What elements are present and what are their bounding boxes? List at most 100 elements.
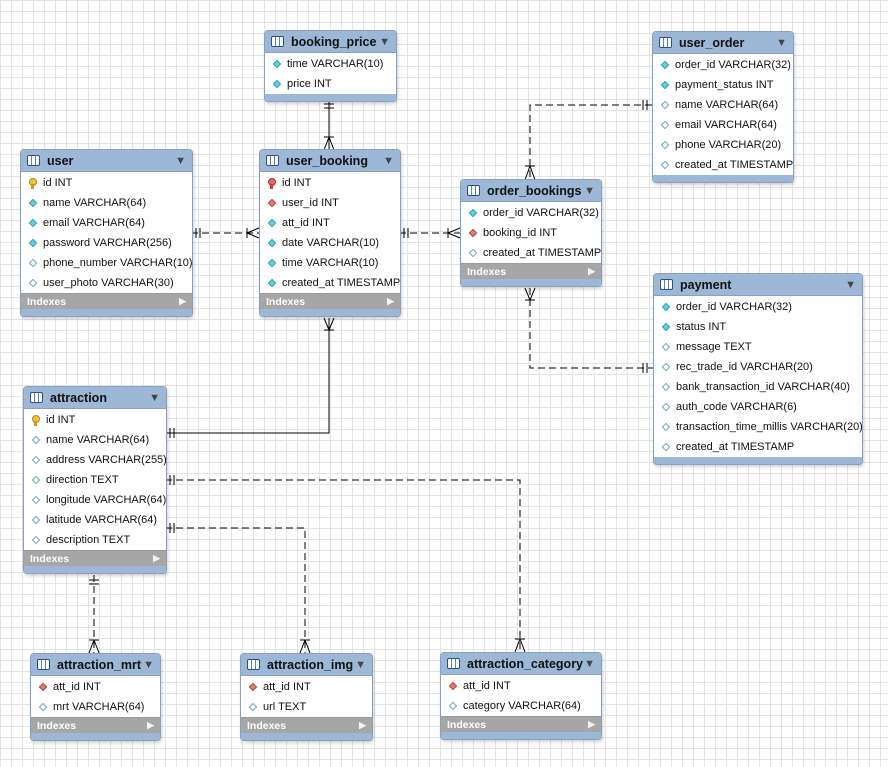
rel-attraction-user-booking[interactable] (165, 317, 335, 438)
column-row[interactable]: price INT (265, 74, 396, 94)
rel-user-user-booking[interactable] (191, 227, 260, 239)
column-row[interactable]: payment_status INT (653, 75, 793, 95)
column-row[interactable]: created_at TIMESTAMP (260, 273, 400, 293)
column-row[interactable]: created_at TIMESTAMP (653, 155, 793, 175)
expand-arrow-icon[interactable]: ▶ (588, 266, 595, 276)
column-row[interactable]: user_photo VARCHAR(30) (21, 273, 192, 293)
collapse-arrow-icon[interactable]: ▼ (379, 35, 390, 48)
rel-booking-price-user-booking[interactable] (323, 101, 335, 151)
indexes-bar[interactable]: Indexes▶ (24, 550, 166, 566)
collapse-arrow-icon[interactable]: ▼ (355, 658, 366, 671)
column-row[interactable]: direction TEXT (24, 470, 166, 490)
column-row[interactable]: created_at TIMESTAMP (461, 243, 601, 263)
column-row[interactable]: description TEXT (24, 530, 166, 550)
rel-user-order-order-bookings[interactable] (524, 100, 652, 181)
column-row[interactable]: url TEXT (241, 697, 372, 717)
table-header[interactable]: payment▼ (654, 274, 862, 296)
rel-attraction-attraction-img[interactable] (165, 523, 311, 654)
table-order-bookings[interactable]: order_bookings▼order_id VARCHAR(32)booki… (460, 179, 602, 287)
column-row[interactable]: latitude VARCHAR(64) (24, 510, 166, 530)
column-row[interactable]: att_id INT (241, 677, 372, 697)
column-row[interactable]: password VARCHAR(256) (21, 233, 192, 253)
rel-user-booking-order-bookings[interactable] (399, 227, 461, 239)
collapse-arrow-icon[interactable]: ▼ (383, 154, 394, 167)
table-user-order[interactable]: user_order▼order_id VARCHAR(32)payment_s… (652, 31, 794, 183)
indexes-bar[interactable]: Indexes▶ (21, 293, 192, 309)
expand-arrow-icon[interactable]: ▶ (179, 296, 186, 306)
column-row[interactable]: date VARCHAR(10) (260, 233, 400, 253)
table-header[interactable]: attraction_img▼ (241, 654, 372, 676)
column-row[interactable]: user_id INT (260, 193, 400, 213)
column-row[interactable]: message TEXT (654, 337, 862, 357)
expand-arrow-icon[interactable]: ▶ (147, 720, 154, 730)
rel-order-bookings-payment[interactable] (524, 287, 653, 373)
column-row[interactable]: time VARCHAR(10) (265, 54, 396, 74)
rel-attraction-attraction-mrt[interactable] (88, 575, 100, 654)
table-attraction-category[interactable]: attraction_category▼ att_id INT category V… (440, 652, 602, 740)
table-header[interactable]: user_order▼ (653, 32, 793, 54)
rel-attraction-attraction-category[interactable] (165, 475, 526, 653)
collapse-arrow-icon[interactable]: ▼ (584, 657, 595, 670)
table-header[interactable]: attraction▼ (24, 387, 166, 409)
column-row[interactable]: att_id INT (260, 213, 400, 233)
expand-arrow-icon[interactable]: ▶ (359, 720, 366, 730)
column-row[interactable]: email VARCHAR(64) (653, 115, 793, 135)
table-header[interactable]: user▼ (21, 150, 192, 172)
collapse-arrow-icon[interactable]: ▼ (175, 154, 186, 167)
table-header[interactable]: booking_price▼ (265, 31, 396, 53)
column-row[interactable]: booking_id INT (461, 223, 601, 243)
column-row[interactable]: name VARCHAR(64) (24, 430, 166, 450)
table-booking-price[interactable]: booking_price▼time VARCHAR(10)price INT (264, 30, 397, 102)
expand-arrow-icon[interactable]: ▶ (153, 553, 160, 563)
table-footer (654, 457, 862, 464)
column-row[interactable]: transaction_time_millis VARCHAR(20) (654, 417, 862, 437)
table-header[interactable]: order_bookings▼ (461, 180, 601, 202)
column-row[interactable]: order_id VARCHAR(32) (654, 297, 862, 317)
column-row[interactable]: rec_trade_id VARCHAR(20) (654, 357, 862, 377)
collapse-arrow-icon[interactable]: ▼ (776, 36, 787, 49)
column-row[interactable]: att_id INT (441, 676, 601, 696)
column-text: att_id INT (463, 680, 511, 692)
table-header[interactable]: user_booking▼ (260, 150, 400, 172)
column-row[interactable]: address VARCHAR(255) (24, 450, 166, 470)
column-row[interactable]: mrt VARCHAR(64) (31, 697, 160, 717)
column-row[interactable]: name VARCHAR(64) (21, 193, 192, 213)
column-row[interactable]: status INT (654, 317, 862, 337)
column-icon (30, 514, 42, 526)
table-header[interactable]: attraction_category▼ (441, 653, 601, 675)
expand-arrow-icon[interactable]: ▶ (387, 296, 394, 306)
column-row[interactable]: time VARCHAR(10) (260, 253, 400, 273)
column-row[interactable]: att_id INT (31, 677, 160, 697)
column-row[interactable]: id INT (21, 173, 192, 193)
column-row[interactable]: bank_transaction_id VARCHAR(40) (654, 377, 862, 397)
column-row[interactable]: order_id VARCHAR(32) (461, 203, 601, 223)
collapse-arrow-icon[interactable]: ▼ (143, 658, 154, 671)
column-row[interactable]: created_at TIMESTAMP (654, 437, 862, 457)
column-row[interactable]: order_id VARCHAR(32) (653, 55, 793, 75)
column-row[interactable]: name VARCHAR(64) (653, 95, 793, 115)
column-row[interactable]: phone VARCHAR(20) (653, 135, 793, 155)
indexes-bar[interactable]: Indexes▶ (461, 263, 601, 279)
indexes-bar[interactable]: Indexes▶ (241, 717, 372, 733)
expand-arrow-icon[interactable]: ▶ (588, 719, 595, 729)
table-header[interactable]: attraction_mrt▼ (31, 654, 160, 676)
column-row[interactable]: longitude VARCHAR(64) (24, 490, 166, 510)
column-row[interactable]: category VARCHAR(64) (441, 696, 601, 716)
collapse-arrow-icon[interactable]: ▼ (584, 184, 595, 197)
column-row[interactable]: id INT (24, 410, 166, 430)
indexes-bar[interactable]: Indexes▶ (260, 293, 400, 309)
column-row[interactable]: id INT (260, 173, 400, 193)
collapse-arrow-icon[interactable]: ▼ (149, 391, 160, 404)
column-row[interactable]: auth_code VARCHAR(6) (654, 397, 862, 417)
indexes-bar[interactable]: Indexes▶ (441, 716, 601, 732)
column-row[interactable]: phone_number VARCHAR(10) (21, 253, 192, 273)
collapse-arrow-icon[interactable]: ▼ (845, 278, 856, 291)
indexes-bar[interactable]: Indexes▶ (31, 717, 160, 733)
column-row[interactable]: email VARCHAR(64) (21, 213, 192, 233)
